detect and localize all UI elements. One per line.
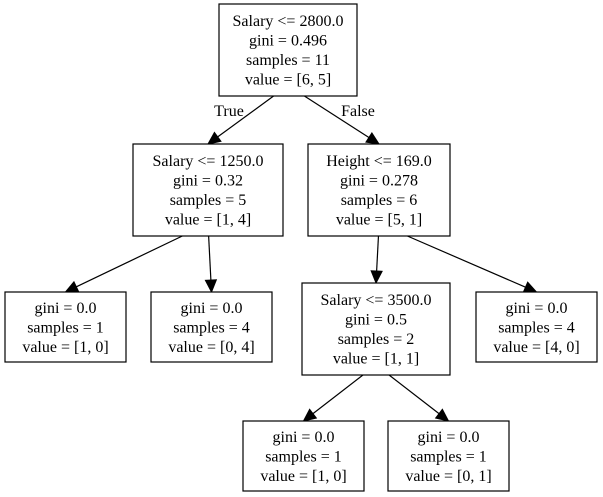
node-box <box>4 291 127 363</box>
arrowhead-icon <box>365 131 381 145</box>
node-line: value = [5, 1] <box>336 212 422 229</box>
node-line: samples = 11 <box>246 52 330 69</box>
node-box <box>132 143 284 237</box>
arrowhead-icon <box>64 280 80 293</box>
tree-node-n5: Salary <= 3500.0 gini = 0.5 samples = 2 val… <box>301 282 451 376</box>
node-line: gini = 0.0 <box>181 300 243 317</box>
edge-n5-n7 <box>302 374 364 422</box>
edge-n2-n5 <box>370 235 383 285</box>
edge-line <box>388 374 440 415</box>
node-box <box>242 420 365 492</box>
node-line: value = [4, 0] <box>493 339 579 356</box>
node-line: Salary <= 3500.0 <box>321 292 432 309</box>
node-box <box>218 3 358 97</box>
arrowhead-icon <box>302 408 318 422</box>
tree-node-n7: gini = 0.0 samples = 1 value = [1, 0] <box>242 420 365 492</box>
node-box <box>150 291 273 363</box>
arrowhead-icon <box>522 281 538 293</box>
edge-line <box>208 235 212 281</box>
arrowhead-icon <box>434 408 450 422</box>
node-line: gini = 0.0 <box>273 429 335 446</box>
arrowhead-icon <box>207 131 222 145</box>
nodes-layer: Salary <= 2800.0 gini = 0.496 samples = 11… <box>4 3 598 492</box>
node-line: samples = 4 <box>173 319 250 336</box>
edge-line <box>304 95 370 139</box>
edge-n5-n8 <box>388 374 450 422</box>
node-line: value = [6, 5] <box>245 72 331 89</box>
edge-line <box>376 235 380 272</box>
tree-node-n0: Salary <= 2800.0 gini = 0.496 samples = 11… <box>218 3 358 97</box>
node-box <box>475 291 598 363</box>
node-line: samples = 1 <box>27 319 104 336</box>
edge-n1-n4 <box>204 235 218 294</box>
node-line: gini = 0.278 <box>340 173 418 190</box>
node-line: value = [1, 4] <box>165 212 251 229</box>
tree-node-n8: gini = 0.0 samples = 1 value = [0, 1] <box>387 420 510 492</box>
node-line: samples = 4 <box>498 319 575 336</box>
edge-label-false: False <box>341 103 375 120</box>
tree-node-n3: gini = 0.0 samples = 1 value = [1, 0] <box>4 291 127 363</box>
node-line: samples = 6 <box>341 192 418 209</box>
node-line: samples = 1 <box>265 448 342 465</box>
node-line: samples = 2 <box>338 331 415 348</box>
node-line: gini = 0.0 <box>35 300 97 317</box>
node-line: samples = 1 <box>410 448 487 465</box>
node-box <box>387 420 510 492</box>
edge-line <box>76 235 183 288</box>
node-line: value = [0, 4] <box>168 339 254 356</box>
node-line: gini = 0.0 <box>418 429 480 446</box>
edge-line <box>312 374 364 415</box>
node-line: gini = 0.0 <box>506 300 568 317</box>
edge-line <box>217 95 274 138</box>
node-line: gini = 0.32 <box>173 173 243 190</box>
node-box <box>307 143 451 237</box>
node-line: value = [1, 0] <box>260 468 346 485</box>
arrowhead-icon <box>204 279 218 294</box>
edge-n0-n1: True <box>207 95 274 145</box>
edge-n2-n6 <box>407 235 538 293</box>
edge-n1-n3 <box>64 235 183 293</box>
node-line: value = [1, 0] <box>22 339 108 356</box>
node-line: samples = 5 <box>170 192 247 209</box>
tree-node-n6: gini = 0.0 samples = 4 value = [4, 0] <box>475 291 598 363</box>
edge-line <box>407 235 526 288</box>
node-line: Salary <= 2800.0 <box>233 13 344 30</box>
node-line: gini = 0.496 <box>249 33 327 50</box>
edge-n0-n2: False <box>304 95 381 145</box>
node-line: gini = 0.5 <box>345 312 407 329</box>
tree-node-n4: gini = 0.0 samples = 4 value = [0, 4] <box>150 291 273 363</box>
tree-node-n1: Salary <= 1250.0 gini = 0.32 samples = 5 va… <box>132 143 284 237</box>
arrowhead-icon <box>370 270 383 285</box>
node-box <box>301 282 451 376</box>
tree-node-n2: Height <= 169.0 gini = 0.278 samples = 6 va… <box>307 143 451 237</box>
node-line: value = [1, 1] <box>333 351 419 368</box>
node-line: Height <= 169.0 <box>326 153 432 170</box>
edges-layer: True False <box>64 95 538 422</box>
node-line: value = [0, 1] <box>405 468 491 485</box>
node-line: Salary <= 1250.0 <box>153 153 264 170</box>
edge-label-true: True <box>214 103 244 120</box>
